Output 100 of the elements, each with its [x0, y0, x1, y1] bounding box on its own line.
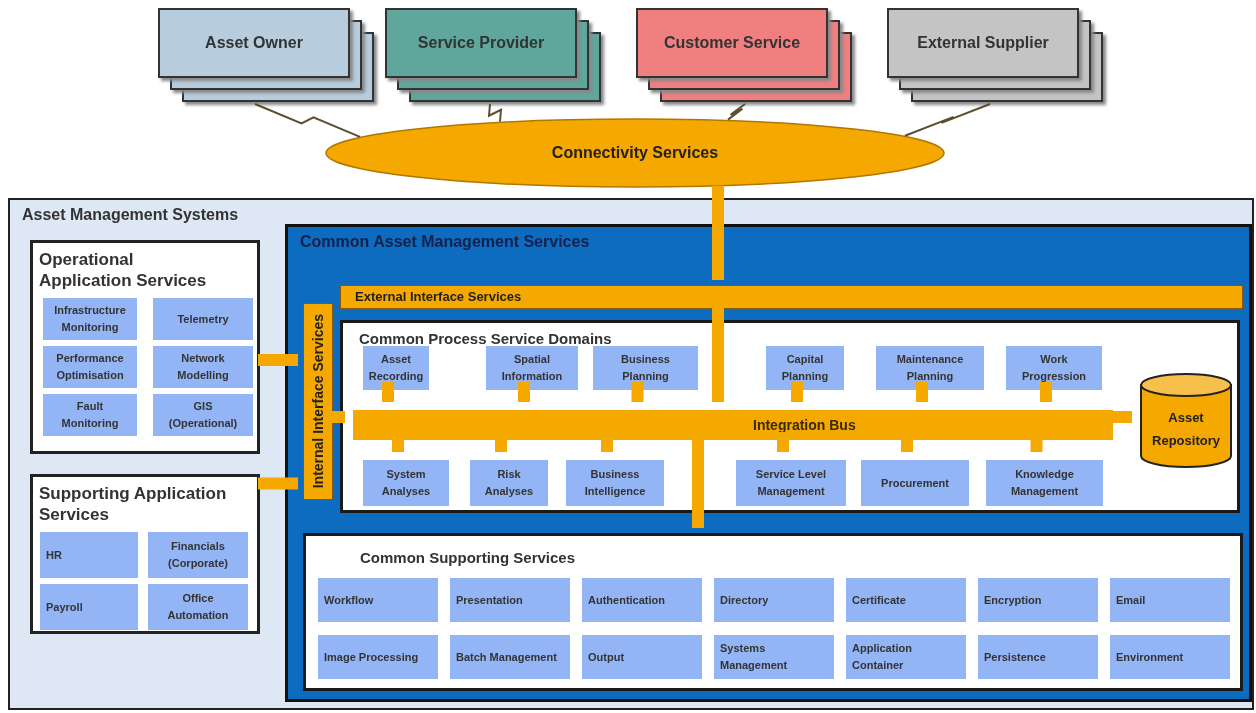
service-box [148, 584, 248, 630]
box-label: Batch Management [456, 649, 557, 665]
service-box [736, 460, 846, 506]
service-panel [30, 240, 260, 454]
box-label: Performance Optimisation [55, 351, 125, 383]
service-box [363, 460, 449, 506]
connector-bar [712, 185, 724, 280]
box-label: Presentation [456, 592, 523, 608]
bus-label: Integration Bus [753, 415, 856, 435]
box-label: Risk Analyses [483, 467, 535, 499]
service-box [846, 635, 966, 679]
box-label: Capital Planning [780, 352, 830, 384]
box-label: Business Planning [620, 352, 671, 384]
service-box [861, 460, 969, 506]
box-label: System Analyses [380, 467, 432, 499]
connector-bar [631, 382, 644, 402]
panel-title: Asset Management Systems [22, 206, 239, 223]
bar-label: Internal Interface Services [308, 314, 327, 489]
box-label: Network Modelling [176, 351, 230, 383]
card-label: Service Provider [417, 33, 545, 53]
zigzag-link [904, 103, 991, 137]
service-box [582, 635, 702, 679]
box-label: Email [1116, 592, 1146, 608]
panel-title: Common Asset Management Services [300, 233, 590, 250]
box-label: Persistence [984, 649, 1046, 665]
box-label: Image Processing [324, 649, 419, 665]
service-box [846, 578, 966, 622]
bar-label: External Interface Services [355, 288, 522, 307]
box-label: Authentication [588, 592, 665, 608]
service-panel [30, 474, 260, 634]
service-box [486, 346, 578, 390]
connector-bar [777, 432, 789, 452]
connector-bar [382, 382, 394, 402]
service-box [876, 346, 984, 390]
service-box [363, 346, 429, 390]
connector-bar [1040, 382, 1052, 402]
service-box [40, 532, 138, 578]
service-box [450, 578, 570, 622]
box-label: Payroll [46, 599, 83, 615]
service-box [148, 532, 248, 578]
service-box [978, 578, 1098, 622]
service-box [766, 346, 844, 390]
connector-bar [258, 354, 298, 366]
box-label: Workflow [324, 592, 374, 608]
box-label: Output [588, 649, 625, 665]
box-label: HR [46, 547, 62, 563]
service-box [450, 635, 570, 679]
box-label: Spatial Information [500, 352, 564, 384]
panel-title: Operational Application Services [39, 250, 207, 290]
panel-title: Common Process Service Domains [359, 330, 612, 347]
box-label: Financials (Corporate) [167, 539, 229, 571]
box-label: Office Automation [166, 591, 230, 623]
service-box [318, 635, 438, 679]
box-label: Business Intelligence [583, 467, 647, 499]
database-cylinder [1140, 373, 1232, 468]
service-box [43, 298, 137, 340]
service-panel [303, 533, 1243, 691]
cylinder-label: Asset Repository [1152, 409, 1220, 448]
connector-bar [791, 382, 803, 402]
box-label: Knowledge Management [1009, 467, 1080, 499]
service-box [470, 460, 548, 506]
service-box [40, 584, 138, 630]
connector-bar [916, 382, 928, 402]
service-box [153, 346, 253, 388]
card-label: Asset Owner [205, 33, 303, 53]
service-box [978, 635, 1098, 679]
service-box [153, 394, 253, 436]
zigzag-link [487, 103, 503, 123]
panel-title: Common Supporting Services [360, 549, 576, 566]
box-label: Certificate [852, 592, 906, 608]
zigzag-link [254, 103, 361, 138]
service-box [582, 578, 702, 622]
service-box [43, 346, 137, 388]
box-label: Application Container [852, 641, 913, 673]
box-label: Infrastructure Monitoring [53, 303, 127, 335]
interface-bar [303, 303, 333, 500]
panel-title: Supporting Application Services [39, 484, 227, 524]
connector-bar [518, 382, 530, 402]
service-box [986, 460, 1103, 506]
service-box [714, 578, 834, 622]
cloud-shape [325, 118, 945, 188]
box-label: Encryption [984, 592, 1042, 608]
box-label: Directory [720, 592, 769, 608]
service-panel [340, 320, 1240, 513]
service-box [43, 394, 137, 436]
box-label: Work Progression [1020, 352, 1088, 384]
interface-bar [340, 285, 1243, 309]
system-panel [8, 198, 1254, 710]
box-label: Procurement [881, 475, 949, 491]
service-box [1110, 578, 1230, 622]
box-label: Telemetry [177, 311, 229, 327]
connector-bar [258, 477, 298, 490]
card-label: External Supplier [917, 33, 1049, 53]
zigzag-link [727, 103, 746, 121]
cloud-label: Connectivity Services [551, 144, 719, 161]
box-label: Maintenance Planning [895, 352, 965, 384]
box-label: Systems Management [720, 641, 789, 673]
service-box [714, 635, 834, 679]
service-box [153, 298, 253, 340]
box-label: Service Level Management [754, 467, 828, 499]
